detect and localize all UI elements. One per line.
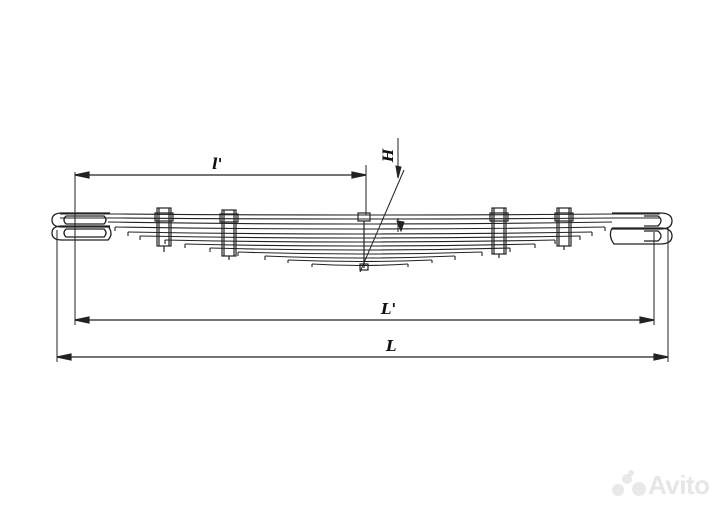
avito-logo-icon (612, 470, 646, 500)
leaf-stack (60, 213, 660, 267)
rebound-clip-right-inner (489, 207, 509, 258)
left-spring-eye (51, 212, 112, 241)
label-half-length: l' (212, 155, 222, 173)
dimension-line-eye-span (74, 316, 655, 324)
rebound-clip-left-inner (219, 209, 239, 260)
rebound-clip-right-outer (554, 207, 574, 250)
right-spring-eye (609, 212, 673, 245)
extension-lines (56, 165, 669, 362)
avito-watermark: Avito (612, 470, 710, 500)
label-total-length: L (385, 337, 397, 355)
dimension-line-total-length (56, 353, 669, 361)
center-bolt (357, 212, 371, 271)
watermark-text: Avito (648, 469, 710, 500)
rebound-clip-left-outer (154, 207, 174, 252)
label-eye-span: L' (380, 300, 396, 318)
dimension-line-half-length (74, 171, 367, 179)
label-height: H (381, 148, 397, 163)
